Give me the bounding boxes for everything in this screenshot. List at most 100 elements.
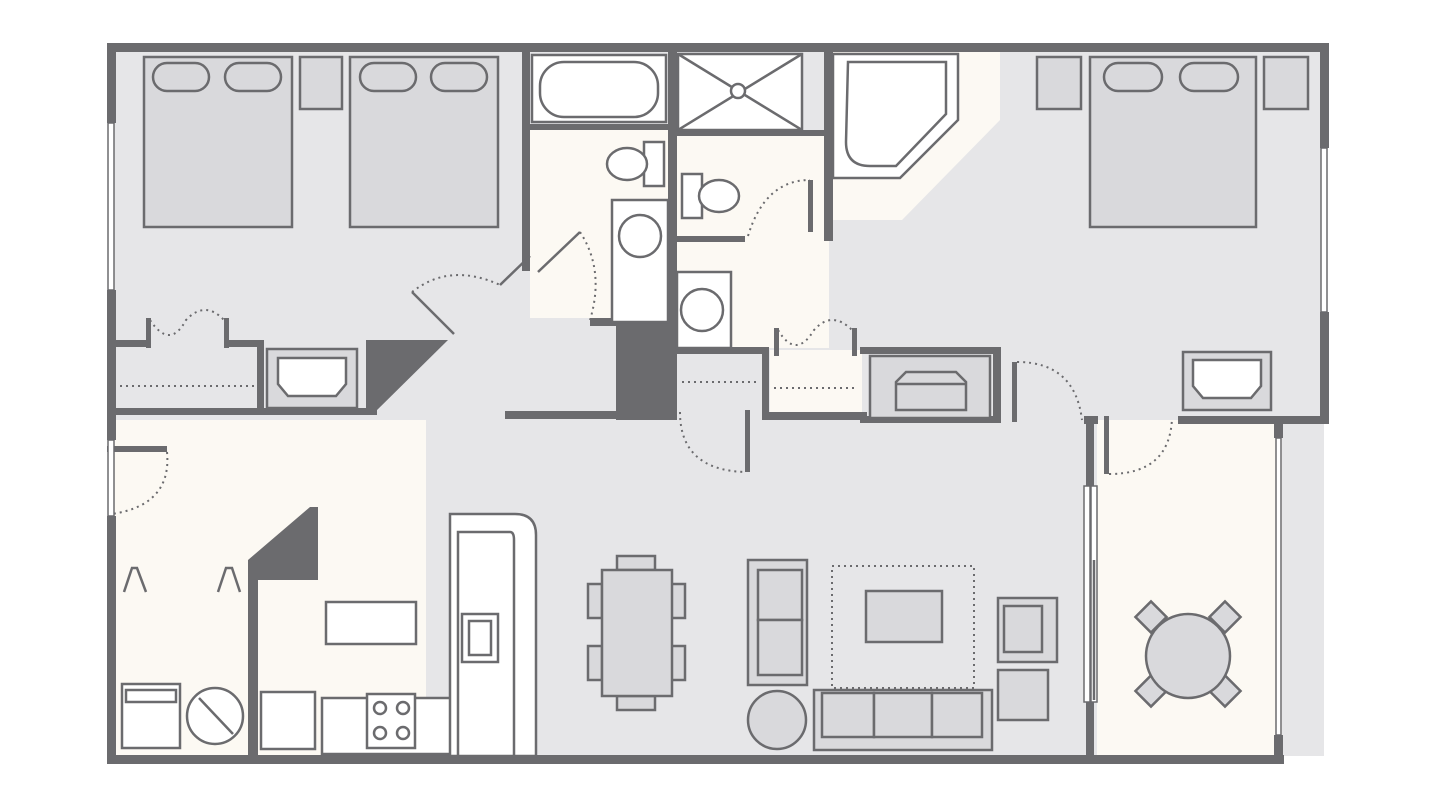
loveseat-cushion <box>756 618 804 677</box>
dining-chair <box>615 554 657 572</box>
window-laundry <box>107 439 115 517</box>
wall-master-left-bottom <box>860 347 1000 354</box>
kitchen-island <box>324 600 418 646</box>
wall-closet1-top-right <box>228 340 264 347</box>
range <box>365 692 417 750</box>
pillow <box>223 61 283 93</box>
bedroom-1 <box>120 55 500 410</box>
end-table <box>996 668 1050 722</box>
coffee-table <box>864 589 944 644</box>
dining-chair <box>615 694 657 712</box>
kitchen-sink-basin <box>467 619 493 657</box>
wall-core-left <box>505 411 620 419</box>
tv-hall <box>894 370 968 412</box>
laundry <box>120 566 245 750</box>
wall-bath1-stub <box>590 318 620 326</box>
wall-left-lower <box>107 516 116 764</box>
wall-closet1-top-left <box>112 340 146 347</box>
armchair-seat <box>1002 604 1044 654</box>
wall-closet1-jamb-l <box>146 318 151 348</box>
closet-floor <box>770 350 862 412</box>
walls <box>107 43 1329 764</box>
dining-table <box>600 568 674 698</box>
wall-balcony-left-bottom <box>1086 702 1094 762</box>
sofa-cushion <box>872 691 934 739</box>
wall-bedroom1-bottom <box>112 408 377 415</box>
nightstand <box>1262 55 1310 111</box>
kitchen <box>259 512 538 758</box>
refrigerator <box>259 690 317 751</box>
wall-hall-door-jamb <box>745 410 750 472</box>
dining-area <box>586 554 687 712</box>
shelf-bracket <box>216 566 242 593</box>
wall-bath1-divider <box>530 124 670 130</box>
living-room <box>746 558 1059 752</box>
wall-laundry-door-stub <box>107 446 167 452</box>
bath1-door-leaf-b <box>537 231 581 273</box>
wall-balcony-left-top <box>1086 416 1094 486</box>
wall-master-dresser-right <box>993 347 1001 423</box>
sink-1 <box>617 213 663 259</box>
wall-bath2-top <box>677 130 829 136</box>
wall-master-bottom <box>860 416 1000 423</box>
windows <box>107 122 1328 736</box>
wall-bottom <box>107 755 1284 764</box>
sofa-cushion <box>820 691 876 739</box>
wall-hall-bottom <box>762 412 867 420</box>
patio-table <box>1144 612 1232 700</box>
washer-panel <box>124 688 178 704</box>
wall-left-mid <box>107 290 116 440</box>
nightstand <box>1035 55 1083 111</box>
shelf-bracket <box>122 566 148 593</box>
wall-bath2-jamb <box>808 180 813 232</box>
hall-door-swing <box>679 411 746 473</box>
loveseat-cushion <box>756 568 804 622</box>
balcony-door-swing <box>1108 417 1173 475</box>
wall-right-upper <box>1320 43 1329 148</box>
master-door-swing <box>1016 361 1083 421</box>
dryer-mark <box>198 697 234 735</box>
wall-closet2-jamb-r <box>852 328 857 356</box>
bath2-door-swing <box>747 179 811 237</box>
wall-closet2-right <box>762 347 769 419</box>
closet1-door-swing <box>149 309 225 336</box>
wall-bath2-bottom <box>677 347 769 354</box>
pillow <box>1102 61 1164 93</box>
dining-chair <box>586 644 604 682</box>
closet2-door-swing <box>777 319 853 346</box>
wall-bath2-mid <box>677 236 745 242</box>
wall-balcony-right-bottom <box>1274 735 1283 764</box>
pillow <box>151 61 211 93</box>
burner <box>372 725 388 741</box>
nightstand <box>298 55 344 111</box>
bath1-door-leaf-a <box>499 255 531 286</box>
doors <box>111 179 1173 515</box>
wall-bath1-right <box>668 43 677 323</box>
bedroom1-door-leaf <box>411 291 455 335</box>
counter-peninsula-inner <box>456 530 516 756</box>
wall-balcony-right-top <box>1274 418 1283 438</box>
tv-master <box>1191 358 1263 400</box>
wall-left-upper <box>107 43 116 123</box>
corner-tub-basin <box>844 60 948 168</box>
wall-bath2-right <box>824 43 833 241</box>
burner <box>372 700 388 716</box>
wall-balcony-door-jamb <box>1104 416 1109 474</box>
burner <box>395 700 411 716</box>
pillow <box>1178 61 1240 93</box>
toilet-1-bowl <box>605 146 649 182</box>
window-master <box>1320 147 1328 313</box>
balcony <box>1133 599 1243 709</box>
bathroom-2 <box>675 52 804 350</box>
sink-2 <box>679 287 725 333</box>
balcony-floor <box>1097 420 1282 756</box>
master-bedroom <box>682 52 1310 420</box>
toilet-2-bowl <box>697 178 741 214</box>
wall-balcony-top <box>1178 416 1329 424</box>
wall-bedroom1-corner <box>366 340 448 415</box>
pillow <box>358 61 418 93</box>
pillow <box>429 61 489 93</box>
sliding-door-left <box>1083 485 1091 703</box>
burner <box>395 725 411 741</box>
